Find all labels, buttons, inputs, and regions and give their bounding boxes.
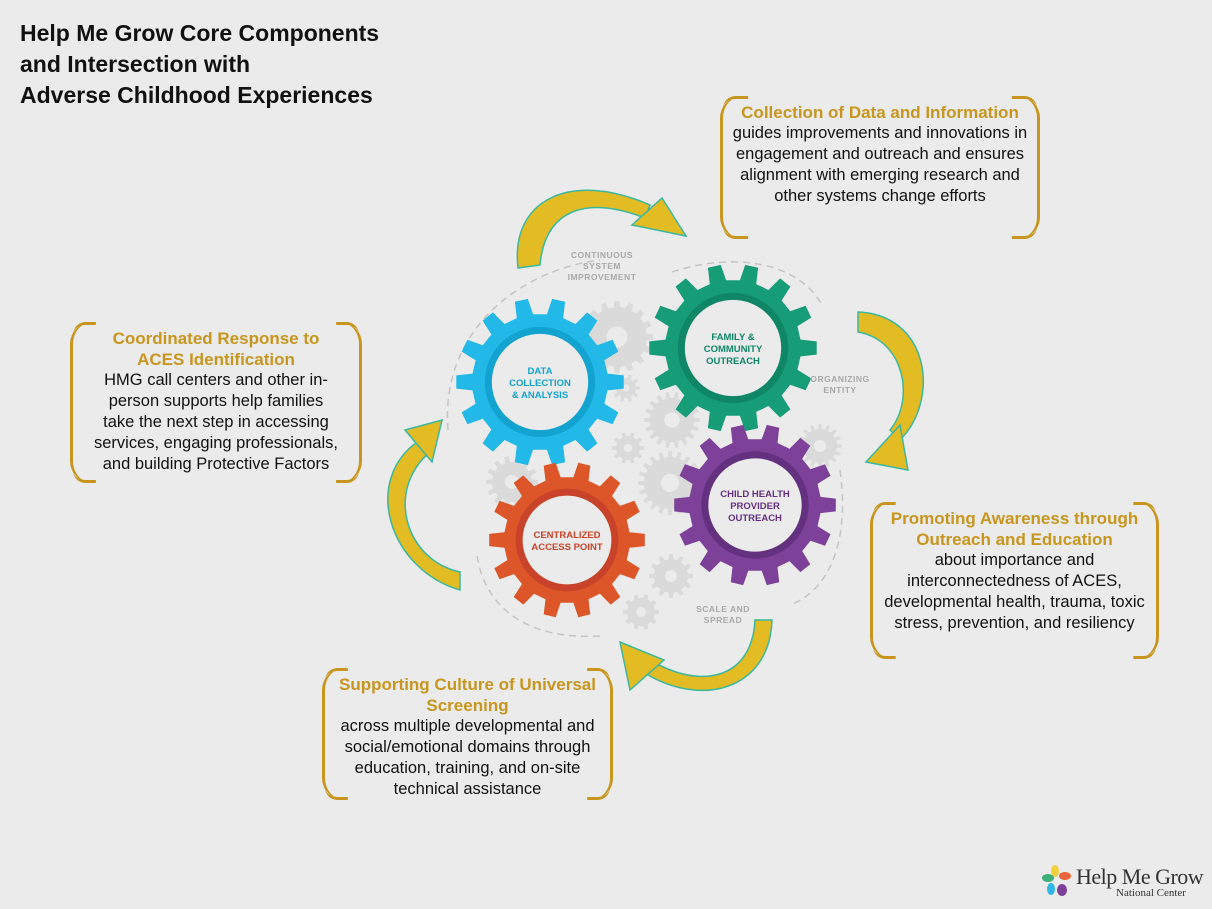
- box-coordinated-response: Coordinated Response to ACES Identificat…: [70, 322, 362, 483]
- background-gear-hub: [664, 412, 680, 428]
- box-supporting-screening: Supporting Culture of Universal Screenin…: [322, 668, 613, 800]
- box-body: guides improvements and innovations in e…: [732, 124, 1028, 205]
- logo-subtitle: National Center: [1116, 887, 1186, 899]
- dashed-cycle-arrow: [446, 259, 601, 431]
- page-title: Help Me Grow Core Components and Interse…: [20, 18, 379, 111]
- title-line: Adverse Childhood Experiences: [20, 82, 373, 108]
- title-line: Help Me Grow Core Components: [20, 20, 380, 46]
- gear-label: CENTRALIZED: [533, 530, 600, 541]
- title-line: and Intersection with: [20, 51, 251, 77]
- box-heading: Promoting Awareness through Outreach and…: [890, 509, 1139, 549]
- cycle-label: CONTINUOUS: [571, 250, 633, 260]
- help-me-grow-logo: Help Me Grow National Center: [1042, 862, 1207, 902]
- box-body: HMG call centers and other in-person sup…: [94, 371, 338, 473]
- background-gear-hub: [623, 443, 633, 453]
- dashed-cycle-arrow: [476, 554, 601, 638]
- cycle-label: IMPROVEMENT: [568, 272, 637, 282]
- gear-label: PROVIDER: [730, 501, 780, 512]
- box-body: across multiple developmental and social…: [340, 717, 595, 798]
- cycle-label: ENTITY: [823, 385, 856, 395]
- cycle-arrow-head: [403, 418, 444, 464]
- gear-center: [701, 451, 809, 559]
- background-gear-hub: [665, 570, 677, 582]
- gear-label: DATA: [528, 366, 553, 377]
- gear-label: COMMUNITY: [704, 344, 763, 355]
- gear-center: [484, 326, 596, 438]
- flower-icon: [1042, 865, 1071, 896]
- background-gear-hub: [660, 473, 680, 493]
- box-heading: Collection of Data and Information: [741, 103, 1019, 122]
- cycle-label: SYSTEM: [583, 261, 621, 271]
- cycle-label: ORGANIZING: [810, 374, 869, 384]
- gear-label: ACCESS POINT: [531, 542, 602, 553]
- cycle-arrow-body: [387, 439, 461, 591]
- gear-center: [677, 292, 789, 404]
- gear-label: OUTREACH: [706, 356, 760, 367]
- gear-label: OUTREACH: [728, 513, 782, 524]
- gear-label: COLLECTION: [509, 378, 571, 389]
- box-promoting-awareness: Promoting Awareness through Outreach and…: [870, 502, 1159, 659]
- cycle-arrow-head: [864, 423, 909, 471]
- cycle-label: SCALE AND: [696, 604, 750, 614]
- logo-name: Help Me Grow: [1076, 864, 1204, 889]
- gear-label: & ANALYSIS: [512, 390, 568, 401]
- box-heading: Supporting Culture of Universal Screenin…: [339, 675, 596, 715]
- background-gear-hub: [814, 440, 826, 452]
- background-gear-hub: [622, 384, 630, 392]
- box-data-collection: Collection of Data and Information guide…: [720, 96, 1040, 239]
- dashed-cycle-arrow: [789, 469, 844, 606]
- cycle-arrow-body: [516, 189, 651, 269]
- box-heading: Coordinated Response to ACES Identificat…: [112, 329, 320, 369]
- gear-label: CHILD HEALTH: [720, 489, 790, 500]
- cycle-label: SPREAD: [704, 615, 742, 625]
- cycle-arrow-body: [638, 619, 773, 692]
- dashed-cycle-arrow: [671, 261, 823, 306]
- cycle-arrow-head: [630, 196, 688, 238]
- background-gear-hub: [636, 607, 646, 617]
- cycle-arrow-head: [618, 640, 666, 692]
- box-body: about importance and interconnectedness …: [884, 551, 1145, 632]
- gear-label: FAMILY &: [711, 332, 754, 343]
- gear-center: [515, 488, 619, 592]
